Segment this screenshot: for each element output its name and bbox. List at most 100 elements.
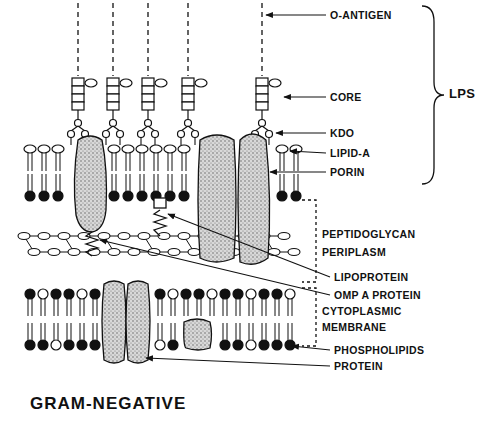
- lipid-head: [90, 340, 100, 350]
- lipid-head: [285, 289, 295, 299]
- leader-line: [266, 14, 326, 15]
- part-label: OMP A PROTEIN: [334, 287, 454, 303]
- lps-brace: [422, 6, 444, 184]
- lipid-head: [164, 145, 176, 153]
- part-label: CYTOPLASMIC MEMBRANE: [322, 303, 422, 335]
- lipid-head: [220, 289, 230, 299]
- lipid-head: [38, 340, 48, 350]
- lps-molecule: [103, 3, 133, 145]
- core-sugar: [72, 94, 84, 102]
- lipid-head: [233, 340, 243, 350]
- figure-title: GRAM-NEGATIVE: [30, 394, 186, 414]
- lipid-head: [181, 289, 191, 299]
- lipid-head: [90, 289, 100, 299]
- glycan-unit: [78, 233, 90, 240]
- leader-line: [292, 346, 330, 350]
- core-sugar: [107, 86, 119, 94]
- part-label: PROTEIN: [334, 358, 454, 374]
- kdo-link: [194, 137, 195, 145]
- lipid-head: [51, 289, 61, 299]
- lipid-head: [77, 289, 87, 299]
- core-sugar: [107, 78, 119, 86]
- glycan-unit: [48, 249, 60, 256]
- lipid-head: [150, 145, 162, 153]
- glycan-unit: [38, 233, 50, 240]
- glycan-unit: [138, 233, 150, 240]
- kdo-link: [147, 110, 148, 120]
- kdo-link: [77, 110, 78, 120]
- lipid-head: [220, 340, 230, 350]
- core-sugar: [107, 94, 119, 102]
- lipid-leaflet: [25, 289, 295, 316]
- lipid-head: [38, 289, 48, 299]
- lipid-head: [122, 145, 134, 153]
- leader-line: [168, 214, 330, 277]
- core-sugar: [107, 102, 119, 110]
- lipid-head: [259, 289, 269, 299]
- lps-molecule: [252, 3, 282, 145]
- lipid-head: [155, 340, 165, 350]
- lipid-head: [272, 289, 282, 299]
- core-sugar: [182, 86, 194, 94]
- kdo-link: [261, 110, 262, 120]
- lps-molecules: [68, 3, 282, 145]
- lipid-head: [53, 191, 63, 201]
- kdo-sugar: [152, 131, 159, 138]
- core-sugar: [195, 79, 207, 87]
- lipid-head: [51, 340, 61, 350]
- leader-line: [100, 240, 330, 295]
- leader-line: [290, 151, 326, 153]
- ompa-protein: [74, 136, 106, 232]
- lipid-head: [233, 289, 243, 299]
- glycan-unit: [188, 249, 200, 256]
- membrane-protein: [102, 281, 126, 363]
- lipid-head: [285, 340, 295, 350]
- core-sugar: [85, 79, 97, 87]
- glycan-unit: [68, 249, 80, 256]
- lipid-head: [277, 191, 287, 201]
- glycan-unit: [98, 233, 110, 240]
- leader-line: [270, 171, 326, 172]
- lipid-head: [194, 289, 204, 299]
- lipid-head: [39, 191, 49, 201]
- kdo-sugar: [68, 131, 75, 138]
- core-sugar: [182, 78, 194, 86]
- lps-molecule: [138, 3, 168, 145]
- lipoprotein-spring: [154, 210, 166, 236]
- lipid-head: [178, 145, 190, 153]
- part-label: O-ANTIGEN: [330, 7, 430, 23]
- membrane-protein: [126, 281, 150, 363]
- part-label: CORE: [330, 89, 420, 105]
- kdo-sugar: [185, 120, 192, 127]
- glycan-unit: [168, 249, 180, 256]
- kdo-sugar: [266, 131, 273, 138]
- leader-line: [146, 358, 330, 366]
- o-antigen-chain: [147, 3, 148, 76]
- lipid-head: [168, 340, 178, 350]
- kdo-sugar: [178, 131, 185, 138]
- lipid-head: [25, 289, 35, 299]
- glycan-unit: [278, 233, 290, 240]
- core-sugar: [182, 102, 194, 110]
- lipid-head: [24, 145, 36, 153]
- core-sugar: [72, 78, 84, 86]
- membrane-protein: [184, 319, 212, 350]
- lipid-head: [77, 340, 87, 350]
- o-antigen-chain: [187, 3, 188, 76]
- lipid-leaflet: [25, 323, 295, 350]
- leader-line: [276, 132, 326, 133]
- lps-molecule: [178, 3, 208, 145]
- part-label: LIPID-A: [330, 145, 420, 161]
- core-sugar: [72, 86, 84, 94]
- part-label: PERIPLASM: [322, 244, 442, 260]
- kdo-link: [119, 137, 120, 145]
- lipid-head: [136, 145, 148, 153]
- lipid-head: [168, 289, 178, 299]
- lipid-head: [64, 289, 74, 299]
- lipid-head: [123, 191, 133, 201]
- lipid-head: [108, 145, 120, 153]
- lipid-head: [246, 340, 256, 350]
- lipid-head: [25, 191, 35, 201]
- core-sugar: [142, 78, 154, 86]
